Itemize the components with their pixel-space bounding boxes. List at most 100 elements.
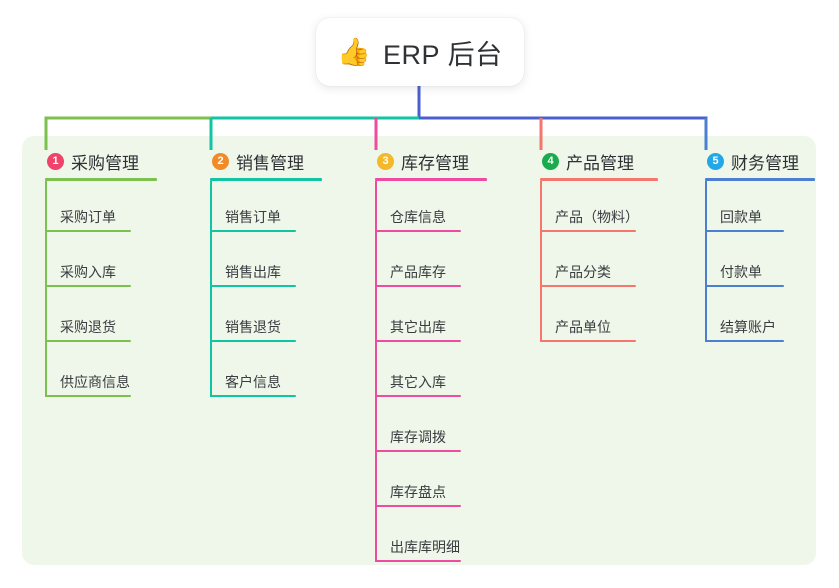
branch-item[interactable]: 产品库存 <box>366 236 516 291</box>
branch-item[interactable]: 其它入库 <box>366 346 516 401</box>
branch-item-list-3: 仓库信息产品库存其它出库其它入库库存调拨库存盘点出库库明细 <box>366 181 516 566</box>
branch-item[interactable]: 产品（物料） <box>531 181 691 236</box>
branch-item-underline <box>376 450 461 452</box>
branch-header-5[interactable]: 5 财务管理 <box>696 148 826 174</box>
branch-item-list-2: 销售订单销售出库销售退货客户信息 <box>201 181 351 401</box>
thumbs-up-icon: 👍 <box>337 36 372 67</box>
branch-title-2: 销售管理 <box>236 153 304 173</box>
branch-item-underline <box>376 395 461 397</box>
branch-item-underline <box>46 285 131 287</box>
branch-item-label: 其它出库 <box>390 319 446 335</box>
branch-item[interactable]: 客户信息 <box>201 346 351 401</box>
branch-item-label: 付款单 <box>720 264 762 280</box>
branch-item-label: 结算账户 <box>720 319 776 335</box>
branch-number-badge-2: 2 <box>212 152 229 170</box>
branch-item[interactable]: 回款单 <box>696 181 826 236</box>
branch-number-badge-3: 3 <box>377 152 394 170</box>
branch-title-1: 采购管理 <box>71 153 139 173</box>
branch-stem-1 <box>45 181 47 397</box>
branch-title-5: 财务管理 <box>731 153 799 173</box>
branch-item-label: 销售出库 <box>225 264 281 280</box>
branch-column-1: 1 采购管理采购订单采购入库采购退货供应商信息 <box>36 148 186 401</box>
branch-item-label: 库存调拨 <box>390 429 446 445</box>
branch-item[interactable]: 结算账户 <box>696 291 826 346</box>
branch-item-list-5: 回款单付款单结算账户 <box>696 181 826 346</box>
diagram-background-panel <box>22 136 816 565</box>
branch-title-underline-3 <box>375 178 487 181</box>
branch-item-label: 产品（物料） <box>555 209 639 225</box>
branch-item[interactable]: 供应商信息 <box>36 346 186 401</box>
branch-item-underline <box>46 230 131 232</box>
branch-title-underline-2 <box>210 178 322 181</box>
branch-item-label: 仓库信息 <box>390 209 446 225</box>
branch-item[interactable]: 其它出库 <box>366 291 516 346</box>
branch-item-label: 供应商信息 <box>60 374 130 390</box>
root-node-erp[interactable]: 👍 ERP 后台 <box>316 18 524 86</box>
branch-header-1[interactable]: 1 采购管理 <box>36 148 186 174</box>
branch-item-underline <box>376 285 461 287</box>
branch-stem-4 <box>540 181 542 342</box>
branch-item-underline <box>211 395 296 397</box>
branch-item-underline <box>211 285 296 287</box>
branch-number-badge-1: 1 <box>47 152 64 170</box>
root-node-label: ERP 后台 <box>383 39 503 70</box>
branch-item-label: 销售订单 <box>225 209 281 225</box>
branch-item-underline <box>46 340 131 342</box>
branch-item-underline <box>376 230 461 232</box>
branch-item-label: 库存盘点 <box>390 484 446 500</box>
branch-item-underline <box>46 395 131 397</box>
branch-item-label: 产品单位 <box>555 319 611 335</box>
branch-item-label: 出库库明细 <box>390 539 460 555</box>
branch-item[interactable]: 库存盘点 <box>366 456 516 511</box>
branch-item-underline <box>376 505 461 507</box>
branch-item[interactable]: 产品单位 <box>531 291 691 346</box>
branch-stem-3 <box>375 181 377 562</box>
branch-item[interactable]: 采购退货 <box>36 291 186 346</box>
branch-column-5: 5 财务管理回款单付款单结算账户 <box>696 148 826 346</box>
branch-item-label: 采购入库 <box>60 264 116 280</box>
branch-item[interactable]: 出库库明细 <box>366 511 516 566</box>
branch-item-label: 销售退货 <box>225 319 281 335</box>
branch-item-label: 产品库存 <box>390 264 446 280</box>
branch-item-label: 采购订单 <box>60 209 116 225</box>
branch-item-list-1: 采购订单采购入库采购退货供应商信息 <box>36 181 186 401</box>
branch-item-underline <box>706 230 784 232</box>
branch-number-badge-5: 5 <box>707 152 724 170</box>
branch-title-underline-4 <box>540 178 658 181</box>
branch-item[interactable]: 采购订单 <box>36 181 186 236</box>
branch-stem-5 <box>705 181 707 342</box>
branch-item[interactable]: 仓库信息 <box>366 181 516 236</box>
branch-item-label: 客户信息 <box>225 374 281 390</box>
branch-item-underline <box>211 340 296 342</box>
branch-item-underline <box>706 340 784 342</box>
branch-item-underline <box>376 560 461 562</box>
branch-title-4: 产品管理 <box>566 153 634 173</box>
branch-item-underline <box>541 230 636 232</box>
branch-item-label: 产品分类 <box>555 264 611 280</box>
branch-item-label: 其它入库 <box>390 374 446 390</box>
branch-stem-2 <box>210 181 212 397</box>
branch-item-underline <box>706 285 784 287</box>
branch-item[interactable]: 销售退货 <box>201 291 351 346</box>
branch-title-underline-1 <box>45 178 157 181</box>
branch-item[interactable]: 采购入库 <box>36 236 186 291</box>
branch-item-underline <box>376 340 461 342</box>
branch-item-underline <box>541 285 636 287</box>
branch-item[interactable]: 销售出库 <box>201 236 351 291</box>
branch-item[interactable]: 销售订单 <box>201 181 351 236</box>
branch-item-underline <box>541 340 636 342</box>
branch-column-2: 2 销售管理销售订单销售出库销售退货客户信息 <box>201 148 351 401</box>
branch-title-underline-5 <box>705 178 815 181</box>
branch-item-list-4: 产品（物料） 产品分类产品单位 <box>531 181 691 346</box>
branch-item[interactable]: 库存调拨 <box>366 401 516 456</box>
branch-header-2[interactable]: 2 销售管理 <box>201 148 351 174</box>
branch-item-underline <box>211 230 296 232</box>
branch-item[interactable]: 付款单 <box>696 236 826 291</box>
branch-item-label: 采购退货 <box>60 319 116 335</box>
branch-item[interactable]: 产品分类 <box>531 236 691 291</box>
